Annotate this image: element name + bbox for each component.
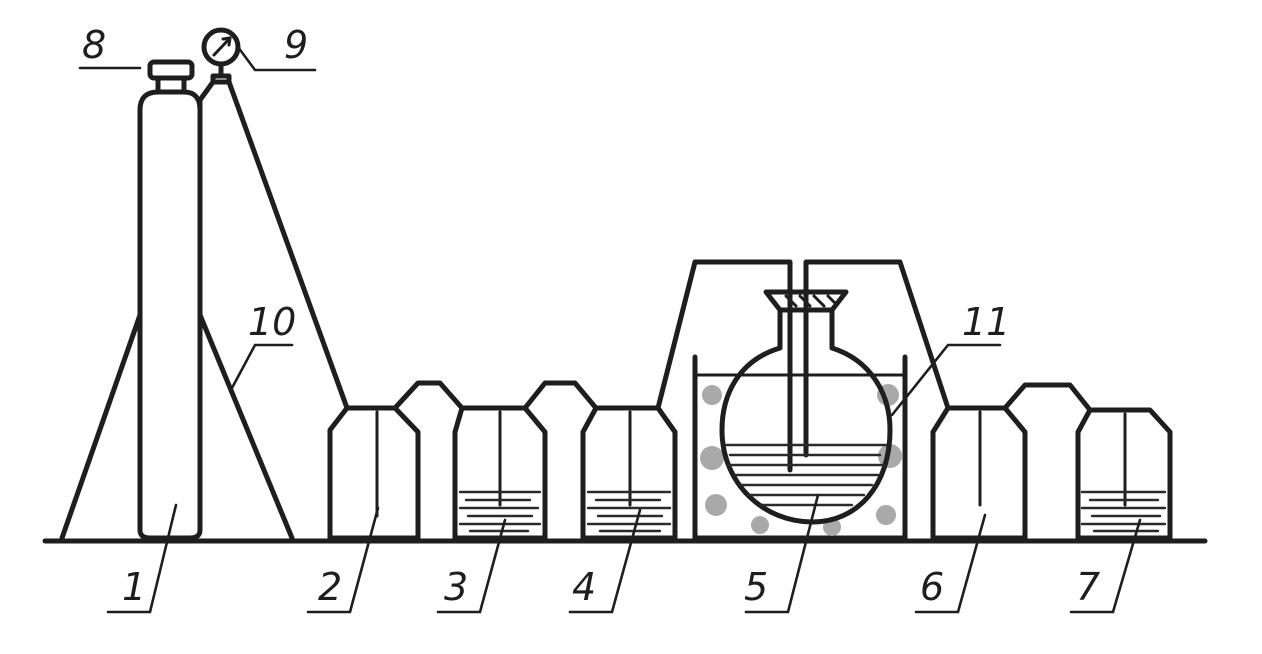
leader-lines [78,45,1142,614]
connector-3-4 [522,380,599,411]
wash-bottle-6 [930,405,1028,541]
label-8: 8 [82,23,106,67]
label-3: 3 [444,565,468,609]
heating-bath [692,354,908,541]
wash-bottle-7 [1075,407,1173,541]
wash-bottle-3 [452,405,548,541]
label-5: 5 [744,565,768,609]
label-7: 7 [1076,565,1100,609]
label-4: 4 [572,565,596,609]
pressure-gauge [201,27,241,85]
label-9: 9 [284,23,308,67]
cylinder-valve [147,59,195,81]
outlet-tube [803,259,951,458]
label-10: 10 [248,300,296,344]
part-labels: 1 2 3 4 5 6 7 8 9 10 11 [82,23,1100,609]
label-1: 1 [122,565,146,609]
wash-bottle-4 [580,405,678,541]
inlet-tube [655,259,793,473]
connector-2-3 [392,380,465,411]
label-6: 6 [920,565,944,609]
gas-cylinder [137,59,203,541]
label-11: 11 [962,300,1010,344]
connector-6-7 [1002,382,1093,413]
cylinder-stand [59,312,295,541]
gas-tube [197,79,350,411]
flask-stopper [763,289,849,313]
label-2: 2 [318,565,342,609]
